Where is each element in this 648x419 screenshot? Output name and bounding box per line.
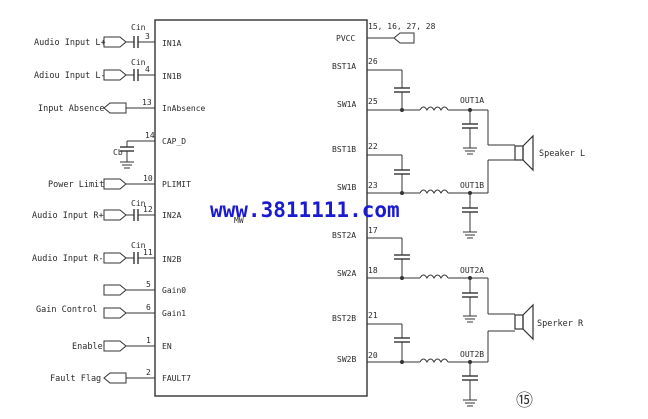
pin-name: Gain0 [162, 286, 186, 295]
cap-label: Cb [113, 148, 123, 157]
speaker-icon [514, 145, 524, 161]
pin-number: 22 [368, 142, 378, 151]
chip-label: MW [234, 216, 244, 225]
input-label: Enable [72, 342, 103, 352]
pin-name: CAP_D [162, 137, 186, 146]
inductor-icon [419, 106, 449, 111]
output-port-icon [103, 102, 127, 114]
input-port-icon [103, 307, 127, 319]
speaker-left: Speaker L [514, 134, 585, 172]
pin-number: 26 [368, 57, 378, 66]
pin-name: IN2B [162, 255, 181, 264]
pin-number: 12 [143, 205, 153, 214]
speaker-icon [514, 314, 524, 330]
output-fault-flag: Fault Flag 2 FAULT7 [50, 368, 191, 384]
input-label: Adiou Input L- [34, 71, 106, 81]
output-channel-2a: BST2A 17 SW2A 18 OUT2A [332, 226, 515, 323]
pin-name: BST2A [332, 231, 356, 240]
speaker-right: Sperker R [514, 303, 584, 341]
pin-number: 11 [143, 248, 153, 257]
input-port-icon [103, 209, 127, 221]
input-port-icon [103, 340, 127, 352]
cap-label: Cin [131, 241, 146, 250]
pin-name: IN1B [162, 72, 181, 81]
pin-number: 5 [146, 280, 151, 289]
pin-name: BST2B [332, 314, 356, 323]
input-label: Gain Control [36, 305, 97, 315]
input-audio-l-minus: Adiou Input L- Cin 4 IN1B [34, 58, 181, 81]
pin-number: 15, 16, 27, 28 [368, 22, 436, 31]
supply-port-icon [393, 32, 415, 44]
output-channel-2b: BST2B 21 SW2B 20 OUT2B [332, 311, 515, 407]
net-label: OUT1A [460, 96, 484, 105]
pin-number: 13 [142, 98, 152, 107]
pin-name: InAbsence [162, 104, 206, 113]
watermark: www.3811111.com [210, 198, 400, 222]
input-port-icon [103, 284, 127, 296]
inductor-icon [419, 274, 449, 279]
pin-name: SW2B [337, 355, 356, 364]
pin-name: IN2A [162, 211, 181, 220]
input-audio-r-minus: Audio Input R- Cin 11 IN2B [32, 241, 181, 264]
output-channel-1a: BST1A 26 SW1A 25 OUT1A [332, 57, 515, 155]
input-port-icon [103, 178, 127, 190]
pin-name: Gain1 [162, 309, 186, 318]
output-channel-1b: BST1B 22 SW1B 23 OUT1B [332, 142, 515, 239]
pin-name: FAULT7 [162, 374, 191, 383]
pin-name: SW2A [337, 269, 356, 278]
input-port-icon [103, 69, 127, 81]
input-label: Fault Flag [50, 374, 101, 384]
inductor-icon [419, 358, 449, 363]
input-audio-l-plus: Audio Input L+ Cin 3 IN1A [34, 23, 181, 48]
pin-number: 23 [368, 181, 378, 190]
net-label: OUT1B [460, 181, 484, 190]
pin-name: EN [162, 342, 172, 351]
pin-number: 4 [145, 65, 150, 74]
net-label: OUT2B [460, 350, 484, 359]
pin-number: 10 [143, 174, 153, 183]
pin-number: 21 [368, 311, 378, 320]
pin-number: 3 [145, 32, 150, 41]
pin-number: 14 [145, 131, 155, 140]
speaker-label: Speaker L [539, 149, 585, 159]
pin-name: SW1B [337, 183, 356, 192]
cap-label: Cin [131, 23, 146, 32]
input-gain-control: Gain Control 5 Gain0 6 Gain1 [36, 280, 186, 319]
inductor-icon [419, 189, 449, 194]
pin-number: 1 [146, 336, 151, 345]
pin-name: IN1A [162, 39, 181, 48]
pin-number: 6 [146, 303, 151, 312]
input-label: Power Limit [48, 180, 104, 190]
cap-label: Cin [131, 58, 146, 67]
pin-name: PVCC [336, 34, 355, 43]
net-label: OUT2A [460, 266, 484, 275]
speaker-label: Sperker R [537, 319, 584, 329]
input-label: Audio Input R- [32, 254, 104, 264]
input-label: Input Absence [38, 104, 105, 114]
pin-name: PLIMIT [162, 180, 191, 189]
amplifier-chip [154, 19, 368, 397]
pin-number: 20 [368, 351, 378, 360]
pin-number: 2 [146, 368, 151, 377]
output-port-icon [103, 372, 127, 384]
pin-name: BST1A [332, 62, 356, 71]
input-enable: Enable 1 EN [72, 336, 172, 352]
pvcc-supply: PVCC 15, 16, 27, 28 [336, 22, 436, 44]
cap-d-network: Cb 14 CAP_D [113, 131, 186, 169]
pin-name: SW1A [337, 100, 356, 109]
input-label: Audio Input L+ [34, 38, 106, 48]
input-label: Audio Input R+ [32, 211, 104, 221]
pin-number: 25 [368, 97, 378, 106]
input-port-icon [103, 252, 127, 264]
figure-number: ⑮ [516, 391, 533, 411]
input-port-icon [103, 36, 127, 48]
pin-number: 17 [368, 226, 378, 235]
pin-number: 18 [368, 266, 378, 275]
cap-label: Cin [131, 199, 146, 208]
input-power-limit: Power Limit 10 PLIMIT [48, 174, 191, 190]
output-input-absence: Input Absence 13 InAbsence [38, 98, 206, 114]
input-audio-r-plus: Audio Input R+ Cin 12 IN2A [32, 199, 181, 221]
pin-name: BST1B [332, 145, 356, 154]
